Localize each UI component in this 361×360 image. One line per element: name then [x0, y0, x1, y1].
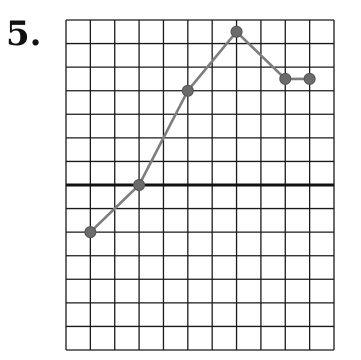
- data-point: [230, 25, 243, 38]
- series-line: [89, 30, 310, 234]
- problem-number: 5.: [6, 14, 42, 54]
- data-points: [84, 25, 316, 239]
- data-point: [133, 179, 146, 191]
- data-point: [84, 226, 97, 239]
- data-point: [181, 84, 194, 97]
- series: [89, 30, 310, 234]
- data-point: [279, 72, 292, 85]
- data-point: [303, 72, 316, 85]
